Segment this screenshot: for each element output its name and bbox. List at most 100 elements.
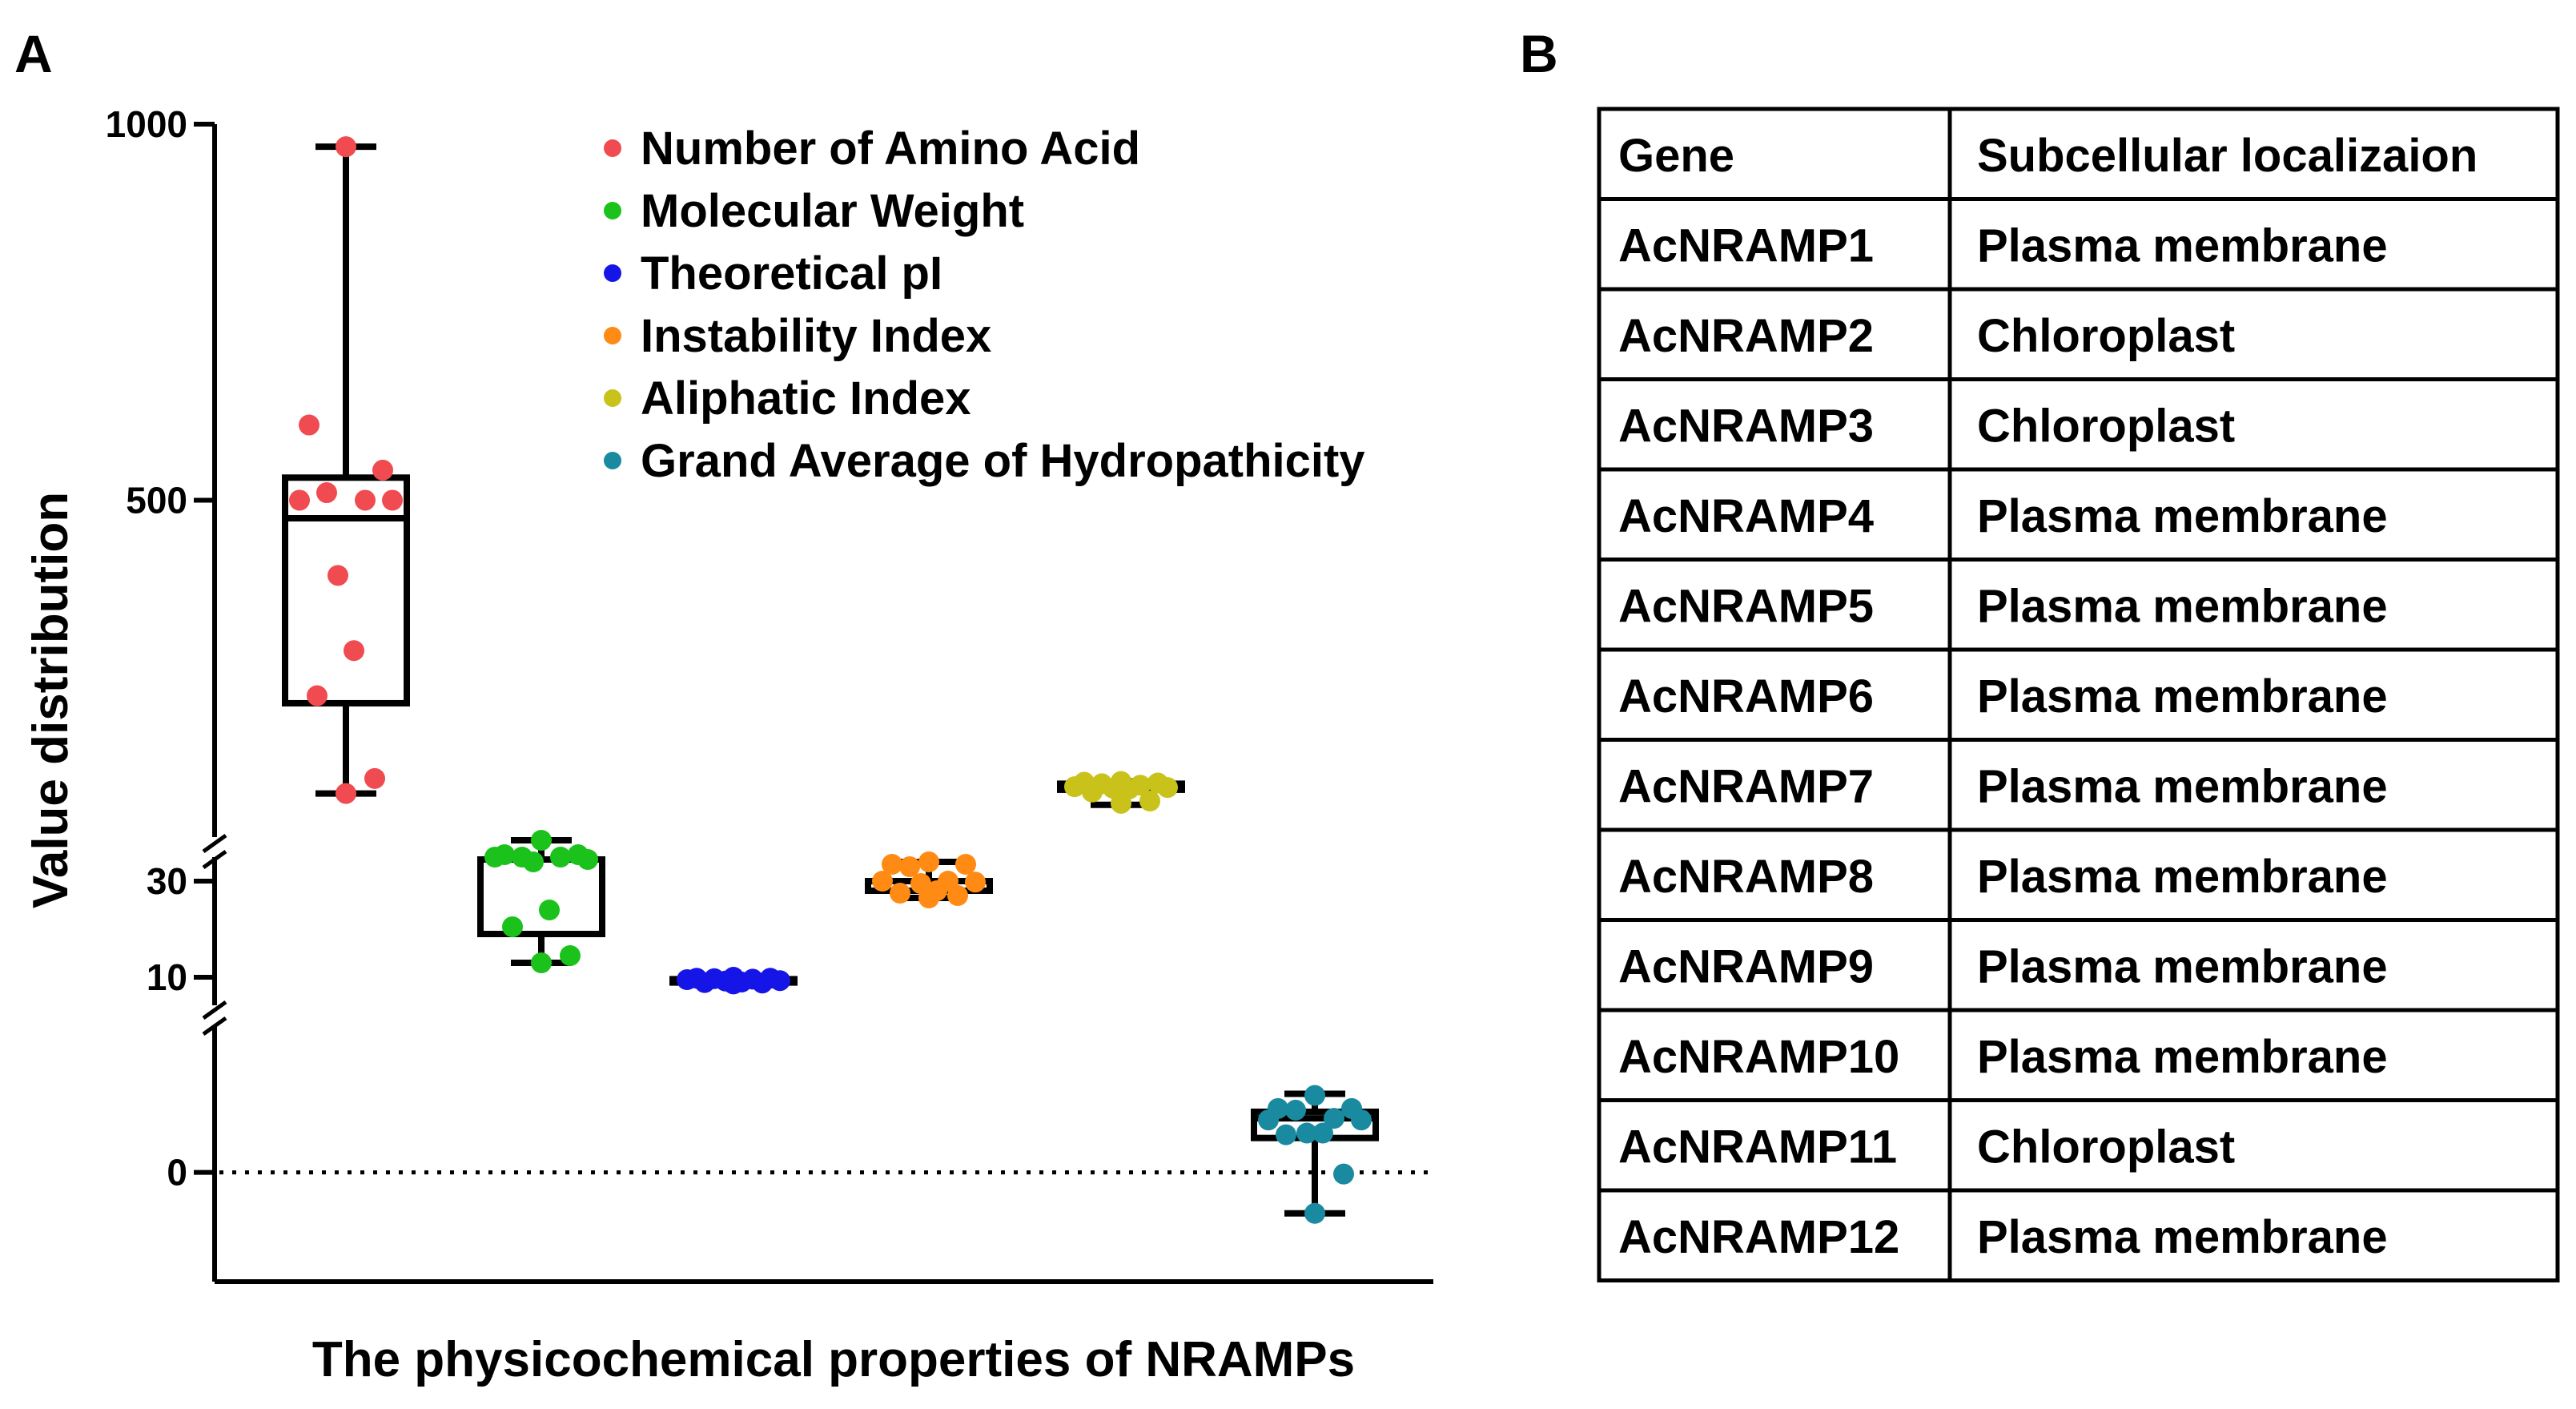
axis-break-mark	[202, 1000, 227, 1021]
data-point	[484, 847, 505, 868]
data-point	[328, 565, 348, 586]
table-cell-localization: Plasma membrane	[1977, 1211, 2388, 1263]
box-iqr	[477, 856, 605, 937]
table-cell-gene: AcNRAMP5	[1618, 581, 1874, 633]
table-cell-gene: AcNRAMP11	[1618, 1121, 1897, 1173]
table-border	[1597, 107, 2560, 1282]
box-series-5	[1057, 771, 1185, 814]
y-tick-label: 30	[147, 860, 187, 902]
legend-item: Instability Index	[604, 310, 991, 362]
legend-item: Molecular Weight	[604, 185, 1024, 237]
data-point	[502, 916, 523, 937]
table-cell-gene: AcNRAMP7	[1618, 761, 1874, 813]
data-point	[531, 952, 552, 973]
table-cell-localization: Chloroplast	[1977, 310, 2235, 362]
data-point	[1139, 791, 1160, 811]
y-axis-title: Value distribution	[23, 492, 78, 908]
table-cell-gene: AcNRAMP8	[1618, 851, 1874, 903]
data-point	[918, 888, 939, 908]
table-cell-localization: Plasma membrane	[1977, 670, 2388, 723]
data-point	[299, 414, 319, 436]
axis-break-mark	[202, 1016, 227, 1037]
table-cell-localization: Chloroplast	[1977, 1121, 2235, 1173]
y-tick-label: 500	[126, 479, 187, 521]
data-point	[382, 489, 403, 511]
table-cell-localization: Plasma membrane	[1977, 851, 2388, 903]
data-point	[1157, 777, 1178, 799]
table-cell-localization: Plasma membrane	[1977, 941, 2388, 993]
data-point	[1296, 1122, 1317, 1144]
data-point	[1333, 1163, 1354, 1185]
axis-break-mark	[202, 849, 227, 870]
box-plot-series	[282, 136, 1379, 1224]
data-point	[694, 972, 715, 993]
box-series-4	[865, 851, 993, 908]
data-point	[307, 685, 328, 707]
box-iqr	[282, 474, 410, 707]
table-cell-gene: AcNRAMP3	[1618, 401, 1874, 453]
data-point	[523, 851, 544, 872]
table-cell-localization: Chloroplast	[1977, 401, 2235, 453]
data-point	[539, 900, 560, 920]
legend-marker	[604, 202, 621, 219]
data-point	[723, 973, 744, 995]
data-point	[899, 856, 920, 877]
box-series-2	[477, 830, 605, 973]
data-point	[1258, 1109, 1279, 1131]
legend-label: Molecular Weight	[641, 185, 1024, 237]
data-point	[1111, 792, 1131, 814]
data-point	[1304, 1202, 1325, 1224]
table-cell-localization: Plasma membrane	[1977, 490, 2388, 542]
table-header-cell: Subcellular localizaion	[1977, 130, 2478, 182]
data-point	[677, 969, 697, 990]
panel-b-label: B	[1520, 24, 1558, 83]
data-point	[336, 783, 356, 804]
legend-label: Number of Amino Acid	[641, 123, 1140, 175]
data-point	[1082, 781, 1103, 803]
data-point	[770, 970, 790, 992]
legend-item: Number of Amino Acid	[604, 123, 1140, 175]
table-cell-gene: AcNRAMP4	[1618, 490, 1874, 542]
data-point	[355, 489, 376, 511]
data-point	[947, 885, 968, 906]
table-header-cell: Gene	[1618, 130, 1734, 182]
y-tick-label: 0	[167, 1152, 187, 1194]
data-point	[364, 767, 385, 789]
data-point	[1064, 776, 1085, 798]
data-point	[372, 459, 393, 481]
data-point	[872, 871, 893, 892]
legend-item: Theoretical pI	[604, 248, 942, 300]
data-point	[1324, 1108, 1344, 1129]
box-series-1	[282, 136, 410, 804]
data-point	[1285, 1099, 1306, 1121]
data-point	[289, 489, 310, 511]
data-point	[344, 640, 364, 662]
table-cell-localization: Plasma membrane	[1977, 1031, 2388, 1083]
legend-marker	[604, 327, 621, 344]
data-point	[550, 847, 571, 868]
data-point	[955, 854, 976, 875]
table-cell-localization: Plasma membrane	[1977, 761, 2388, 813]
box-series-3	[669, 967, 798, 995]
legend-label: Instability Index	[641, 310, 991, 362]
axis-break-mark	[202, 833, 227, 854]
table-cell-gene: AcNRAMP10	[1618, 1031, 1899, 1083]
data-point	[1312, 1122, 1333, 1144]
data-point	[965, 872, 986, 893]
data-point	[918, 851, 939, 872]
data-point	[882, 854, 902, 875]
legend-label: Theoretical pI	[641, 248, 942, 300]
legend-item: Grand Average of Hydropathicity	[604, 435, 1365, 487]
legend-label: Aliphatic Index	[641, 372, 971, 425]
table-cell-gene: AcNRAMP2	[1618, 310, 1874, 362]
box-series-6	[1251, 1085, 1379, 1224]
table-cell-gene: AcNRAMP12	[1618, 1211, 1899, 1263]
data-point	[1276, 1124, 1296, 1145]
data-point	[752, 972, 773, 994]
data-point	[560, 945, 581, 966]
